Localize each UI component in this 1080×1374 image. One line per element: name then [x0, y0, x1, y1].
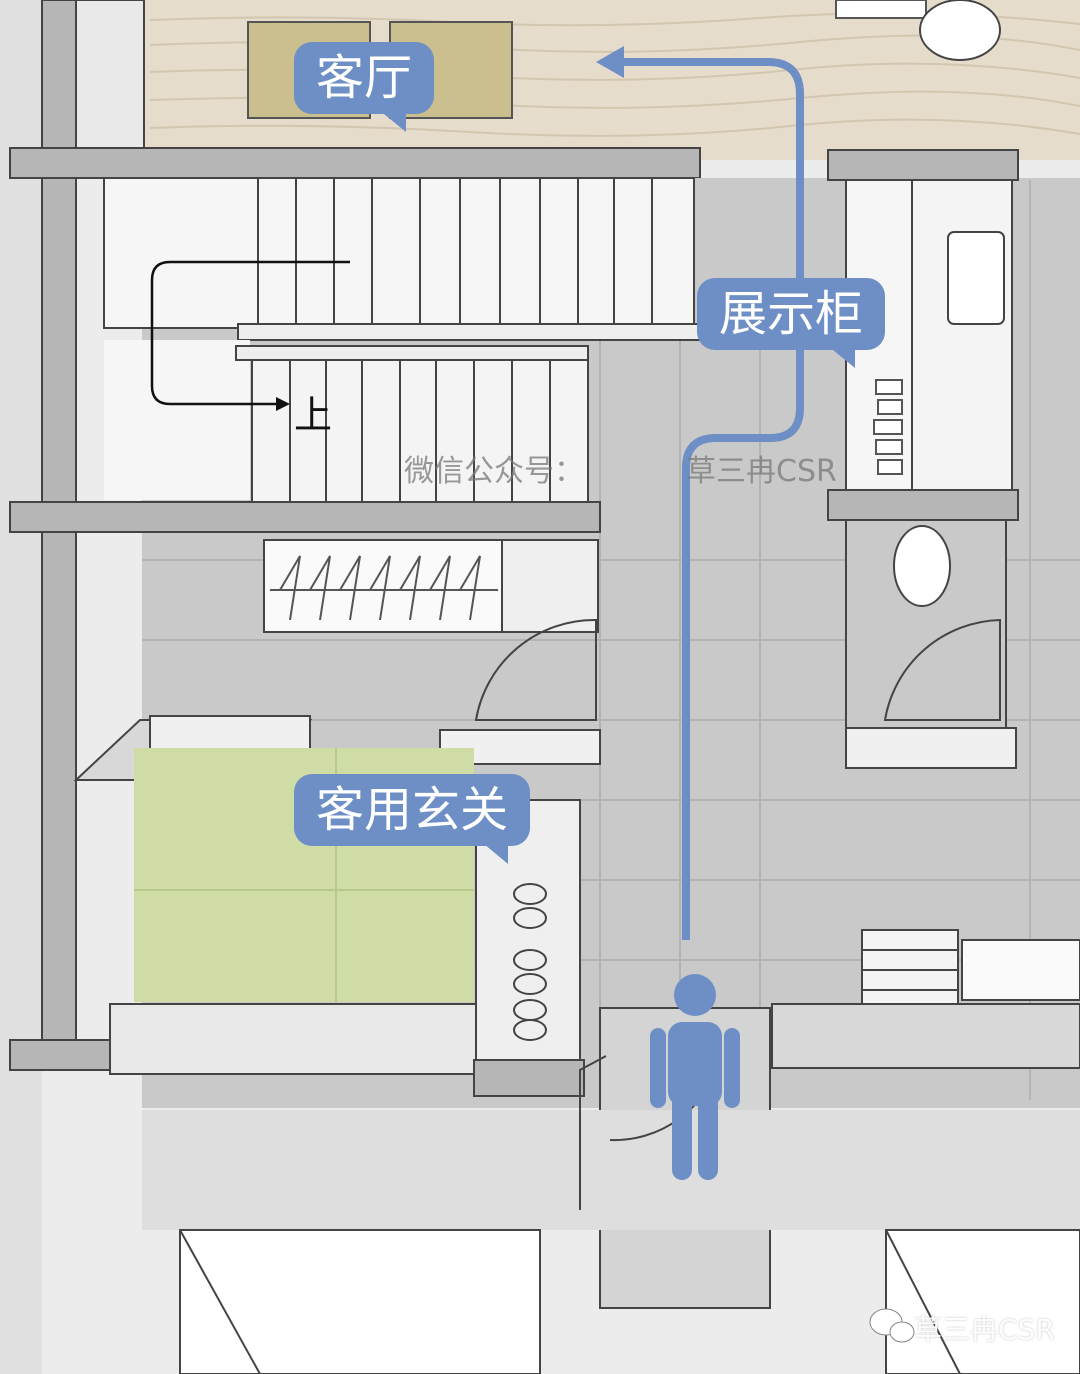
diagonal-right	[885, 1229, 961, 1374]
outer-bed-left	[179, 1229, 541, 1374]
route-arrow-icon	[596, 46, 624, 78]
watermark-center-name: 草三冉CSR	[686, 454, 837, 489]
counter-right	[961, 939, 1080, 1001]
landing-edge	[237, 323, 709, 341]
stair-void	[104, 340, 250, 500]
bath-mid-wall	[827, 489, 1019, 521]
lower-left-beam	[9, 1039, 111, 1071]
watermark-center: 微信公众号：	[404, 454, 584, 489]
bath-door-swing	[883, 618, 1001, 721]
stair-arrow-head-icon	[276, 397, 290, 411]
bath-wall	[911, 179, 1013, 491]
coat-rack	[263, 539, 503, 633]
display-cabinet-label: 展示柜	[697, 278, 886, 368]
door-swing	[474, 618, 597, 721]
bath-step	[845, 727, 1017, 769]
hanging-clothes	[270, 555, 498, 621]
outer-terrace	[142, 1110, 1080, 1230]
watermark-corner: 草三冉CSR	[914, 1313, 1055, 1346]
lower-flight-edge	[235, 345, 589, 361]
stair-lower-flight	[251, 359, 589, 503]
middle-beam	[9, 501, 601, 533]
wechat-icon	[869, 1308, 915, 1343]
rack-side	[501, 539, 599, 633]
entry-threshold	[109, 1003, 477, 1075]
outer-bed-right	[885, 1229, 1080, 1374]
shoes	[513, 883, 547, 1041]
step-left	[149, 715, 311, 751]
bath-top-wall	[827, 149, 1019, 181]
display-books	[873, 379, 903, 475]
person-icon	[650, 974, 740, 1180]
washbasin	[947, 231, 1005, 325]
guest-entrance-label: 客用玄关	[294, 774, 531, 864]
lamp	[919, 0, 1001, 61]
stairs-up-label: 上	[294, 393, 333, 437]
left-edge	[0, 0, 42, 1374]
stair-direction-line	[150, 260, 350, 406]
toilet	[893, 525, 951, 607]
entry-wall	[473, 1059, 585, 1097]
circulation-route	[612, 58, 804, 940]
stair-upper-flight	[103, 177, 695, 329]
entry-door	[579, 1055, 607, 1210]
diagonal-left	[179, 1229, 261, 1374]
living-room-label: 客厅	[294, 42, 435, 132]
right-ledge	[771, 1003, 1080, 1069]
left-wall-face	[75, 0, 145, 161]
stair-treads-upper	[257, 178, 653, 328]
upper-beam	[9, 147, 701, 179]
stair-treads-lower	[289, 360, 551, 502]
side-table	[835, 0, 927, 19]
